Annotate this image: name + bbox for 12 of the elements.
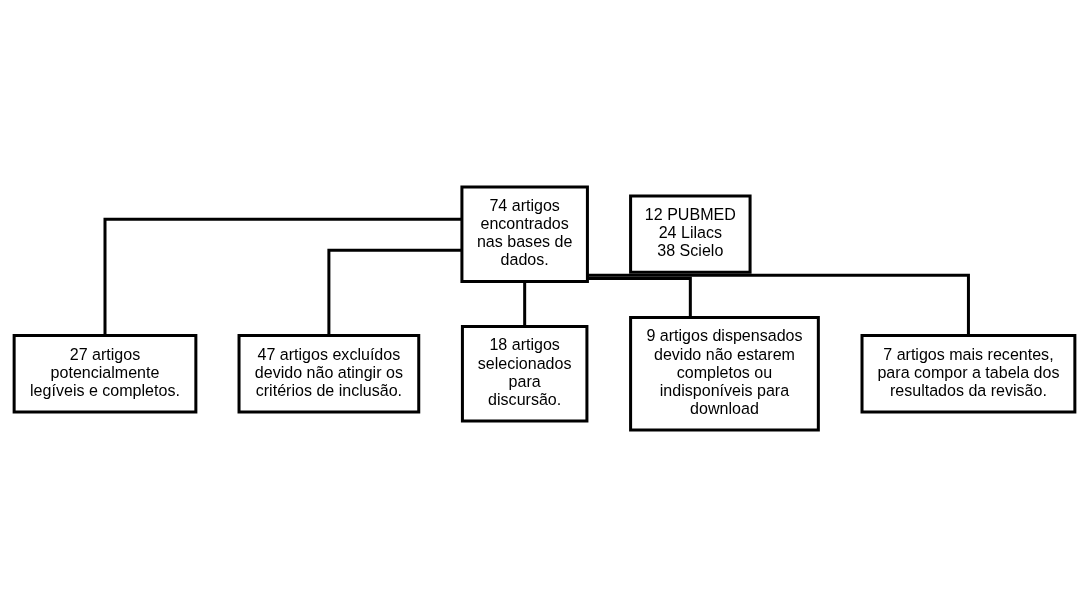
node-box: 12 PUBMED 24 Lilacs 38 Scielo xyxy=(629,194,752,274)
node-box: 9 artigos dispensados devido não estarem completos ou indisponíveis para download xyxy=(629,315,820,431)
connector xyxy=(523,280,527,327)
connector xyxy=(587,276,692,317)
node-box: 7 artigos mais recentes, para compor a tabela dos resultados da revisão. xyxy=(860,333,1077,413)
connector xyxy=(103,217,462,336)
node-box: 27 artigos potencialmente legíveis e completos. xyxy=(12,333,198,413)
node-box: 47 artigos excluídos devido não atingir os critérios de inclusão. xyxy=(237,333,421,413)
node-box: 18 artigos selecionados para discursão. xyxy=(460,324,589,422)
node-box: 74 artigos encontrados nas bases de dados. xyxy=(460,185,589,283)
connector xyxy=(327,248,462,335)
connector xyxy=(587,273,970,335)
